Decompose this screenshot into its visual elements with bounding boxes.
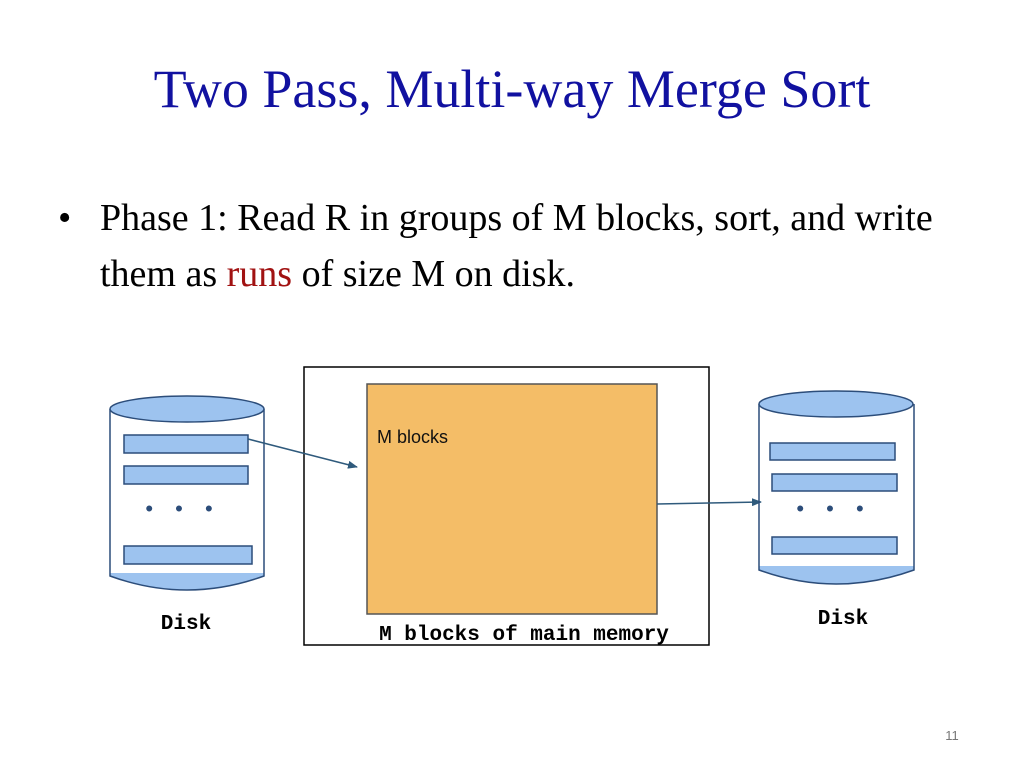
bullet-text-after: of size M on disk.	[292, 253, 575, 295]
left-disk-label: Disk	[161, 613, 211, 636]
bullet-text: Phase 1: Read R in groups of M blocks, s…	[100, 190, 960, 302]
right-disk-fill	[759, 566, 914, 584]
left-disk-block	[123, 434, 249, 454]
input-arrow	[247, 438, 358, 469]
left-disk-ellipsis: • • •	[145, 496, 220, 521]
left-disk-top	[109, 395, 265, 423]
left-disk-body	[109, 409, 265, 591]
slide-title: Two Pass, Multi-way Merge Sort	[153, 59, 871, 119]
right-disk-block	[769, 442, 896, 461]
right-disk-ellipsis: • • •	[796, 496, 871, 521]
right-disk-top	[758, 390, 914, 418]
bullet-text-before: Phase 1: Read R in groups of M blocks, s…	[100, 197, 933, 295]
bullet-marker: •	[58, 197, 72, 239]
right-disk-block	[771, 473, 898, 492]
left-disk-block	[123, 545, 253, 565]
page-number: 11	[945, 728, 959, 743]
output-arrow	[656, 498, 762, 507]
right-disk: • • •	[758, 390, 915, 585]
left-disk-fill	[110, 573, 264, 590]
left-disk-block	[123, 465, 249, 485]
left-disk: • • •	[109, 395, 265, 591]
memory-buffer	[366, 383, 658, 615]
right-disk-body	[758, 404, 915, 585]
memory-label: M blocks of main memory	[379, 624, 669, 647]
right-disk-label: Disk	[818, 608, 868, 631]
runs-highlight: runs	[226, 253, 293, 295]
right-disk-block	[771, 536, 898, 555]
buffer-label: M blocks	[377, 427, 448, 447]
